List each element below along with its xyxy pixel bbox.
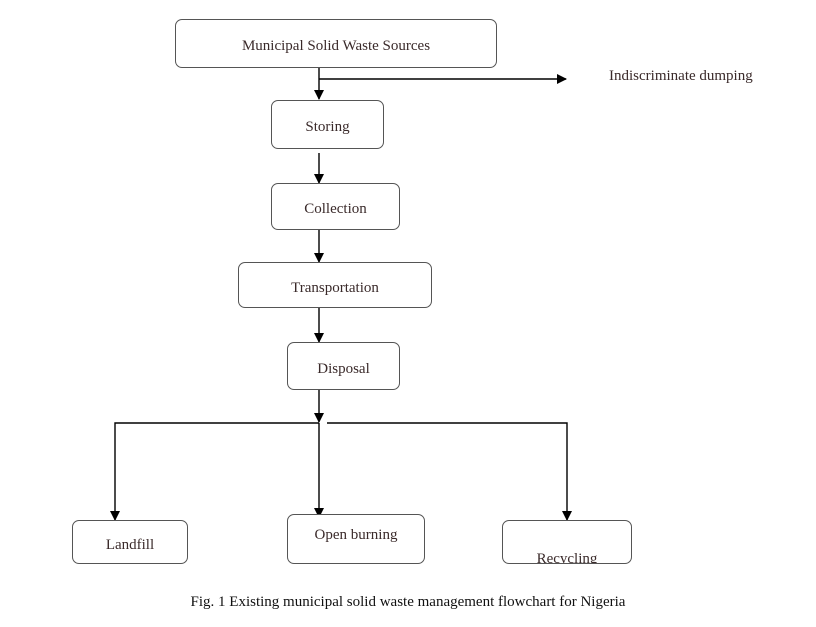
node-sources: Municipal Solid Waste Sources [175,19,497,68]
node-storing-label: Storing [305,119,350,135]
arrow-branch-to-recycling [327,422,572,521]
node-storing: Storing [271,100,384,149]
node-transportation-label: Transportation [291,279,379,296]
node-recycling: Recycling [502,520,632,564]
node-disposal-label: Disposal [317,360,370,377]
node-collection: Collection [271,183,400,230]
arrow-branch-to-landfill [110,422,319,521]
figure-caption: Fig. 1 Existing municipal solid waste ma… [190,594,626,610]
node-disposal: Disposal [287,342,400,390]
node-sources-label: Municipal Solid Waste Sources [241,38,431,54]
node-collection-label: Collection [304,201,367,217]
node-transportation: Transportation [238,262,432,308]
node-landfill: Landfill [72,520,188,564]
node-open-burning: Open burning [287,514,425,564]
node-landfill-label: Landfill [105,536,155,553]
node-indiscriminate-dumping: Indiscriminate dumping [609,68,753,84]
node-recycling-label: Recycling [536,551,598,564]
node-open-burning-label: Open burning [314,526,398,543]
